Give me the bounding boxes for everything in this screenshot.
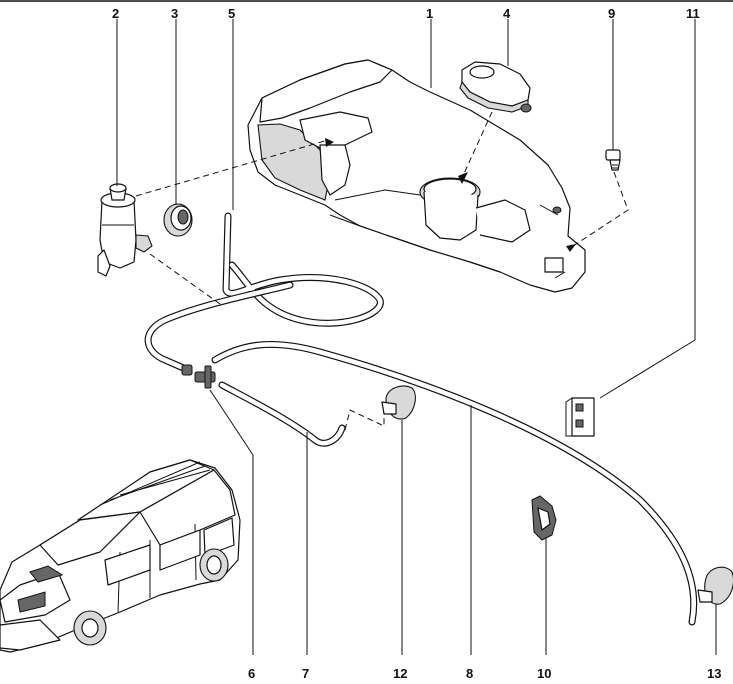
hose-bracket	[565, 397, 595, 437]
callout-leader-lines	[116, 19, 717, 655]
reservoir-cap	[459, 61, 532, 113]
washer-pump	[97, 183, 153, 277]
callout-1: 1	[426, 6, 433, 21]
hose-clip	[531, 495, 557, 541]
callout-4: 4	[503, 6, 511, 21]
pump-grommet	[163, 203, 193, 237]
assembly-guide-lines	[135, 111, 629, 431]
fixing-screw	[605, 149, 621, 171]
callout-12: 12	[393, 666, 407, 681]
arrow-head	[458, 172, 468, 184]
callout-5: 5	[228, 6, 235, 21]
callout-10: 10	[537, 666, 551, 681]
washer-reservoir	[247, 59, 586, 293]
callout-8: 8	[466, 666, 473, 681]
front-washer-jet	[381, 385, 416, 420]
callout-6: 6	[248, 666, 255, 681]
vehicle-illustration	[0, 459, 241, 653]
arrow-head	[566, 244, 576, 252]
callout-2: 2	[112, 6, 119, 21]
callout-9: 9	[608, 6, 615, 21]
arrow-head	[325, 138, 334, 147]
callout-numbers: 1 2 3 4 5 6 7 8 9 10 11 12 13	[112, 6, 721, 681]
washer-hoses	[144, 212, 698, 626]
callout-11: 11	[686, 6, 700, 21]
callout-7: 7	[302, 666, 309, 681]
callout-13: 13	[707, 666, 721, 681]
rear-washer-jet	[697, 566, 733, 605]
callout-3: 3	[171, 6, 178, 21]
